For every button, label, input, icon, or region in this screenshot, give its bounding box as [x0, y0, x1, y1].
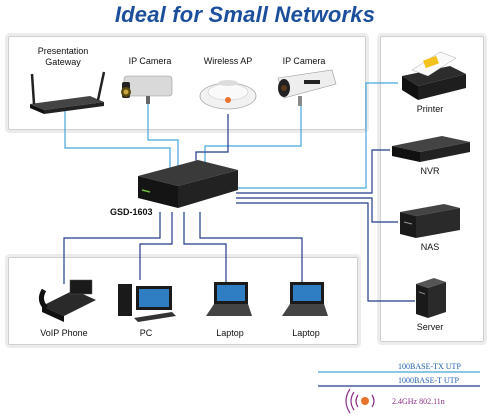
label-pc: PC	[139, 328, 153, 338]
cable-pc	[139, 212, 173, 280]
nvr-icon	[392, 136, 470, 162]
cable-ipcam-2	[204, 106, 302, 170]
cable-nas	[236, 197, 398, 223]
legend-wifi-label: 2.4GHz 802.11n	[392, 397, 445, 406]
switch-icon	[138, 160, 238, 208]
cable-voip	[63, 212, 161, 284]
ip-camera-1-icon	[121, 75, 173, 104]
legend-t-label: 1000BASE-T UTP	[398, 376, 459, 385]
pc-icon	[118, 284, 176, 322]
label-server: Server	[416, 322, 444, 332]
legend	[318, 371, 480, 414]
label-laptop-1: Laptop	[216, 328, 244, 338]
voip-phone-icon	[38, 279, 96, 322]
cable-gateway	[64, 108, 171, 170]
printer-icon	[402, 51, 466, 100]
wifi-signal-icon	[345, 388, 375, 414]
label-printer: Printer	[416, 104, 444, 114]
label-presentation-gateway: Presentation Gateway	[37, 46, 89, 67]
gateway-icon	[30, 71, 106, 114]
page-title: Ideal for Small Networks	[114, 2, 376, 27]
cable-nvr	[236, 149, 390, 194]
ip-camera-2-icon	[277, 69, 337, 106]
laptop-2-icon	[282, 282, 328, 316]
label-nas: NAS	[420, 242, 440, 252]
legend-tx-label: 100BASE-TX UTP	[398, 362, 461, 371]
label-switch: GSD-1603	[110, 207, 153, 217]
cable-ipcam-1	[147, 104, 179, 170]
cable-laptop-1	[183, 212, 227, 282]
label-laptop-2: Laptop	[292, 328, 320, 338]
tx-cables	[64, 82, 398, 189]
label-wireless-ap: Wireless AP	[203, 56, 253, 66]
laptop-1-icon	[206, 282, 252, 316]
t-cables	[63, 114, 415, 302]
cable-server	[236, 202, 415, 302]
label-ip-camera-1: IP Camera	[128, 56, 172, 66]
label-voip-phone: VoIP Phone	[40, 328, 88, 338]
cable-printer	[236, 82, 398, 189]
label-ip-camera-2: IP Camera	[282, 56, 326, 66]
server-icon	[416, 278, 446, 318]
nas-icon	[400, 204, 460, 238]
wireless-ap-icon	[199, 80, 257, 110]
label-nvr: NVR	[420, 166, 440, 176]
cable-laptop-2	[199, 212, 303, 282]
